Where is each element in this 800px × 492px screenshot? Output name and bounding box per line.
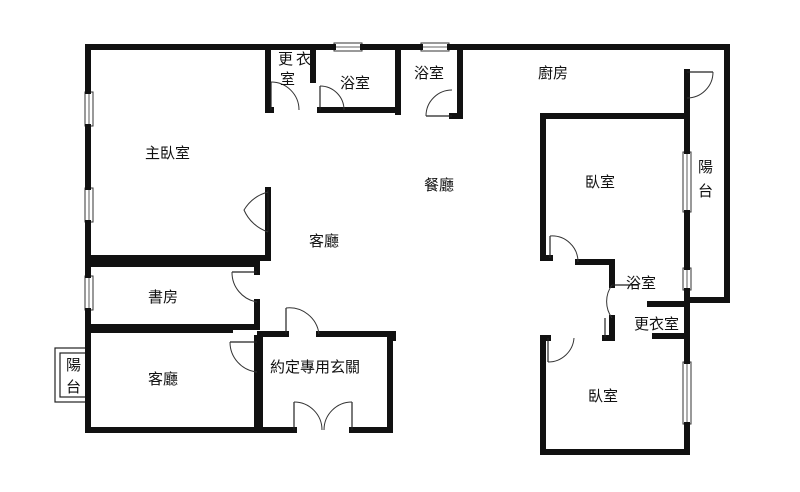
wall-outer-right-top (684, 44, 730, 303)
wall-bath3 (602, 259, 615, 341)
label-closet-top-2: 衣 (296, 50, 311, 68)
window-left-master-2 (84, 187, 94, 223)
window-top-bathroom-1 (333, 42, 363, 52)
wall-outer-bottom-left (85, 335, 297, 433)
door-entrance-double (293, 401, 353, 431)
label-study: 書房 (148, 288, 178, 306)
door-living-room-2 (229, 341, 258, 373)
door-study (231, 271, 258, 303)
door-bathroom-1 (319, 85, 345, 111)
door-kitchen-balcony (686, 71, 714, 99)
label-living-room: 客廳 (309, 232, 339, 250)
room-labels: 主臥室 更 衣 室 浴室 浴室 廚房 餐廳 客廳 臥室 陽 台 書房 浴室 更衣… (66, 50, 713, 405)
doors (229, 71, 714, 431)
window-bedroom-1 (682, 151, 692, 213)
window-left-study (84, 275, 94, 311)
window-top-bathroom-2 (420, 42, 450, 52)
label-dining-room: 餐廳 (424, 176, 454, 194)
label-closet-top-3: 室 (280, 70, 295, 88)
wall-entrance-bottom (349, 335, 396, 433)
door-bathroom-2 (425, 89, 453, 117)
label-balcony-right-1: 陽 (698, 158, 713, 176)
door-bathroom-3 (606, 284, 638, 319)
label-balcony-right-2: 台 (698, 182, 713, 200)
label-living-room-2: 客廳 (148, 370, 178, 388)
label-bedroom-2: 臥室 (588, 387, 618, 405)
label-bedroom-1: 臥室 (585, 173, 615, 191)
wall-entrance-top (257, 331, 396, 341)
wall-closet-right (647, 301, 690, 339)
label-walkin-closet-right: 更衣室 (634, 315, 679, 333)
wall-bedroom1 (540, 113, 690, 261)
window-bathroom-3 (682, 267, 692, 291)
window-bedroom-2 (682, 361, 692, 425)
door-closet-top (270, 81, 300, 111)
wall-bath2-right (449, 44, 463, 119)
label-balcony-left-1: 陽 (66, 356, 81, 374)
walls (85, 44, 730, 455)
label-bathroom-2: 浴室 (414, 64, 444, 82)
label-balcony-left-2: 台 (66, 378, 81, 396)
door-bedroom-2 (547, 337, 575, 363)
label-bathroom-1: 浴室 (340, 74, 370, 92)
label-entrance: 約定專用玄關 (270, 358, 360, 376)
label-closet-top-1: 更 (278, 50, 293, 68)
door-master-bedroom (243, 190, 269, 233)
door-entrance-inner (285, 307, 320, 335)
label-master-bedroom: 主臥室 (145, 144, 190, 162)
label-bathroom-3: 浴室 (626, 274, 656, 292)
door-bedroom-1 (549, 235, 579, 263)
windows (84, 42, 692, 425)
window-left-master-1 (84, 91, 94, 127)
label-kitchen: 廚房 (538, 64, 568, 82)
